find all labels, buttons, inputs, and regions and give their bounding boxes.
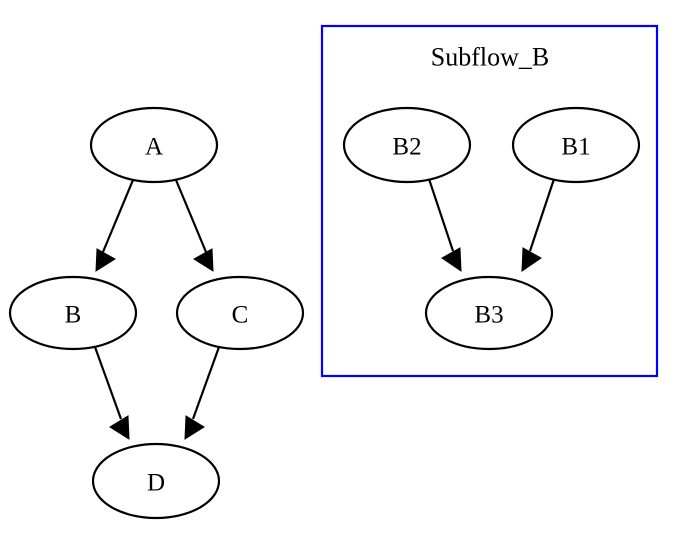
edge-b-to-d-arrowhead	[109, 415, 130, 440]
edge-a-to-b-line	[101, 179, 135, 253]
node-b2-shape	[342, 106, 472, 184]
node-d-shape	[91, 442, 221, 520]
edge-b-to-d[interactable]	[93, 346, 130, 440]
node-b2[interactable]: B2	[342, 106, 472, 184]
node-b[interactable]: B	[8, 275, 138, 351]
node-b3-label: B3	[474, 302, 503, 329]
node-d[interactable]: D	[91, 442, 221, 520]
edge-b1-to-b3-line	[528, 178, 556, 252]
edge-a-to-b-arrowhead	[95, 248, 116, 272]
edge-a-to-b[interactable]	[95, 179, 135, 272]
cluster-border	[320, 24, 659, 378]
node-a-shape	[89, 106, 219, 184]
node-b1-label: B1	[561, 134, 590, 161]
node-b-label: B	[65, 302, 82, 329]
node-a-label: A	[145, 134, 163, 161]
node-b1-shape	[511, 106, 641, 184]
cluster-subflow-b[interactable]: Subflow_B	[320, 24, 659, 378]
edge-a-to-c[interactable]	[174, 179, 214, 272]
node-c[interactable]: C	[175, 275, 305, 351]
node-b3-shape	[424, 275, 554, 351]
edge-c-to-d-line	[191, 346, 221, 420]
node-c-label: C	[232, 302, 249, 329]
edge-b-to-d-line	[93, 346, 123, 420]
cluster-label-subflow-b: Subflow_B	[431, 43, 549, 72]
edge-b2-to-b3-arrowhead	[441, 247, 462, 272]
node-c-shape	[175, 275, 305, 351]
edge-a-to-c-arrowhead	[193, 248, 214, 272]
edge-a-to-c-line	[174, 179, 208, 253]
node-layer: A B C D B2 B1	[8, 106, 641, 520]
edge-b1-to-b3-arrowhead	[521, 247, 542, 272]
edge-b2-to-b3-line	[427, 178, 455, 252]
node-d-label: D	[147, 470, 165, 497]
node-b-shape	[8, 275, 138, 351]
node-b2-label: B2	[392, 134, 421, 161]
edge-layer	[93, 178, 556, 440]
edge-b2-to-b3[interactable]	[427, 178, 462, 272]
node-b3[interactable]: B3	[424, 275, 554, 351]
edge-b1-to-b3[interactable]	[521, 178, 556, 272]
edge-c-to-d-arrowhead	[184, 415, 205, 440]
node-b1[interactable]: B1	[511, 106, 641, 184]
edge-c-to-d[interactable]	[184, 346, 221, 440]
node-a[interactable]: A	[89, 106, 219, 184]
